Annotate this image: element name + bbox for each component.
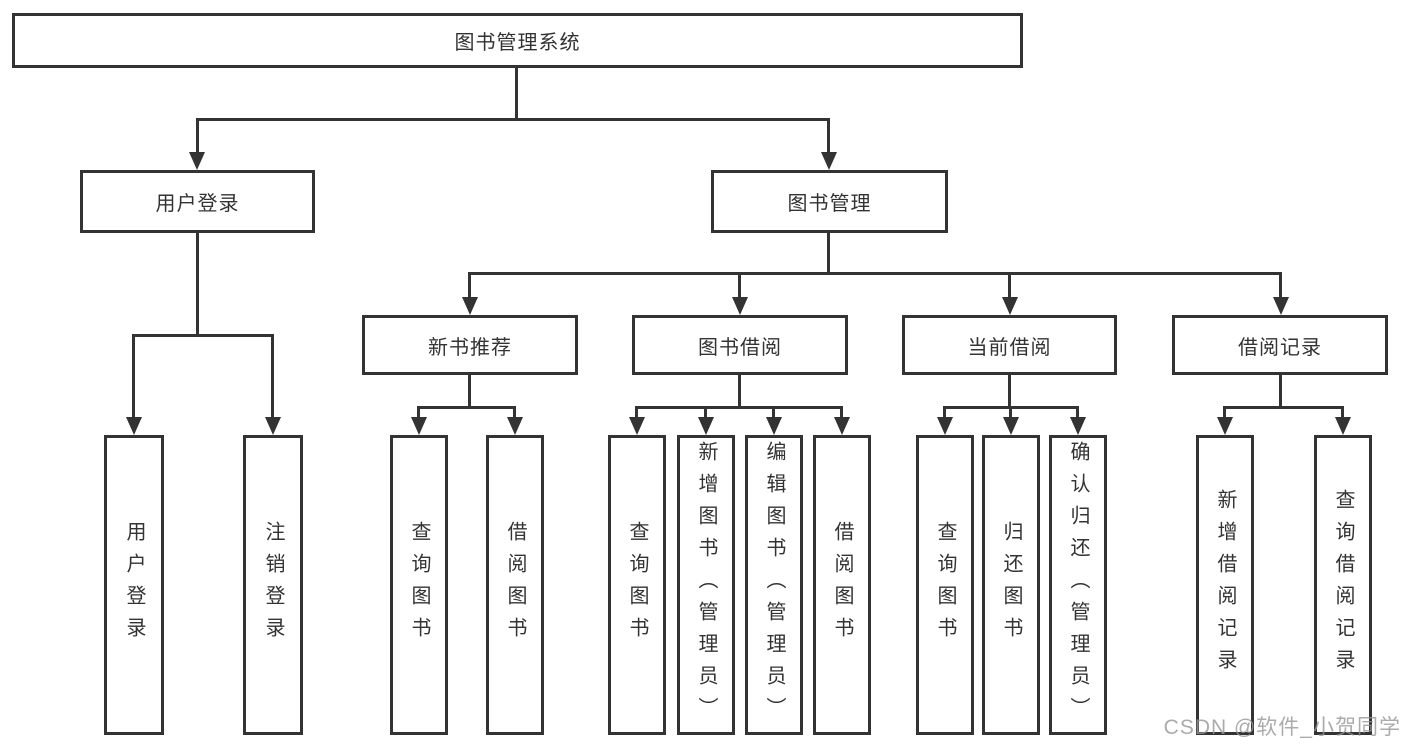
leaf-bb-add-book-admin: 新增图书（管理员） bbox=[677, 435, 735, 735]
arrow-down-br2 bbox=[1335, 417, 1351, 435]
arrow-down-user-login bbox=[189, 152, 205, 170]
arrow-down-br1 bbox=[1217, 417, 1233, 435]
node-user-login-label: 用户登录 bbox=[155, 193, 240, 215]
connector-drop-bb3 bbox=[772, 406, 775, 417]
leaf-br-add-record-label: 新增借阅记录 bbox=[1214, 489, 1236, 681]
node-root-label: 图书管理系统 bbox=[454, 32, 581, 54]
leaf-user-login: 用户登录 bbox=[104, 435, 164, 735]
leaf-cb-confirm-return-admin: 确认归还（管理员） bbox=[1049, 435, 1107, 735]
arrow-down-nb1 bbox=[411, 417, 427, 435]
arrow-down-borrow-record bbox=[1273, 297, 1289, 315]
connector-drop-br1 bbox=[1223, 406, 1226, 417]
leaf-bb-query-book: 查询图书 bbox=[608, 435, 666, 735]
connector-new-book-trunk bbox=[468, 375, 471, 406]
leaf-br-query-record-label: 查询借阅记录 bbox=[1332, 489, 1354, 681]
connector-book-borrow-trunk bbox=[738, 375, 741, 406]
connector-user-login-rail bbox=[132, 334, 274, 337]
connector-drop-login-leaf1 bbox=[132, 334, 135, 417]
connector-drop-bb1 bbox=[635, 406, 638, 417]
connector-drop-br2 bbox=[1341, 406, 1344, 417]
connector-book-mgmt-trunk bbox=[827, 233, 830, 272]
connector-borrow-record-rail bbox=[1223, 406, 1344, 409]
arrow-down-bb2 bbox=[698, 417, 714, 435]
node-current-borrow: 当前借阅 bbox=[902, 315, 1117, 375]
arrow-down-bb3 bbox=[766, 417, 782, 435]
leaf-bb-borrow-book-label: 借阅图书 bbox=[831, 521, 853, 649]
leaf-bb-add-book-admin-label: 新增图书（管理员） bbox=[695, 441, 717, 729]
connector-drop-cb2 bbox=[1009, 406, 1012, 417]
leaf-logout-label: 注销登录 bbox=[262, 521, 284, 649]
connector-drop-login-leaf2 bbox=[271, 334, 274, 417]
leaf-cb-return-book-label: 归还图书 bbox=[1000, 521, 1022, 649]
leaf-nb-borrow-book-label: 借阅图书 bbox=[504, 521, 526, 649]
leaf-nb-query-book-label: 查询图书 bbox=[408, 521, 430, 649]
connector-drop-current-borrow bbox=[1008, 272, 1011, 297]
arrow-down-current-borrow bbox=[1002, 297, 1018, 315]
node-new-book: 新书推荐 bbox=[362, 315, 578, 375]
arrow-down-book-borrow bbox=[732, 297, 748, 315]
node-new-book-label: 新书推荐 bbox=[428, 336, 512, 359]
connector-drop-cb3 bbox=[1076, 406, 1079, 417]
node-book-mgmt: 图书管理 bbox=[711, 170, 948, 233]
connector-drop-book-borrow bbox=[738, 272, 741, 297]
connector-book-borrow-rail bbox=[635, 406, 843, 409]
connector-level3-rail bbox=[468, 272, 1282, 275]
connector-drop-new-book bbox=[468, 272, 471, 297]
leaf-user-login-label: 用户登录 bbox=[123, 521, 145, 649]
node-current-borrow-label: 当前借阅 bbox=[967, 336, 1052, 359]
leaf-cb-query-book-label: 查询图书 bbox=[934, 521, 956, 649]
arrow-down-bb4 bbox=[834, 417, 850, 435]
connector-drop-user-login bbox=[196, 118, 199, 152]
connector-level2-rail bbox=[196, 118, 830, 121]
leaf-cb-query-book: 查询图书 bbox=[916, 435, 974, 735]
leaf-bb-borrow-book: 借阅图书 bbox=[813, 435, 871, 735]
node-borrow-record: 借阅记录 bbox=[1172, 315, 1388, 375]
leaf-nb-query-book: 查询图书 bbox=[390, 435, 448, 735]
connector-drop-cb1 bbox=[943, 406, 946, 417]
leaf-cb-return-book: 归还图书 bbox=[982, 435, 1040, 735]
arrow-down-bb1 bbox=[629, 417, 645, 435]
connector-drop-borrow-record bbox=[1279, 272, 1282, 297]
arrow-down-cb2 bbox=[1003, 417, 1019, 435]
connector-current-borrow-trunk bbox=[1008, 375, 1011, 406]
arrow-down-nb2 bbox=[507, 417, 523, 435]
arrow-down-login-leaf1 bbox=[126, 417, 142, 435]
node-borrow-record-label: 借阅记录 bbox=[1238, 336, 1322, 359]
leaf-br-add-record: 新增借阅记录 bbox=[1196, 435, 1254, 735]
connector-root-trunk bbox=[515, 68, 518, 118]
node-book-borrow-label: 图书借阅 bbox=[698, 336, 782, 359]
arrow-down-new-book bbox=[462, 297, 478, 315]
node-book-mgmt-label: 图书管理 bbox=[787, 193, 872, 215]
leaf-bb-edit-book-admin: 编辑图书（管理员） bbox=[745, 435, 803, 735]
arrow-down-book-mgmt bbox=[821, 152, 837, 170]
connector-drop-bb4 bbox=[840, 406, 843, 417]
leaf-br-query-record: 查询借阅记录 bbox=[1314, 435, 1372, 735]
connector-new-book-rail bbox=[417, 406, 516, 409]
connector-drop-nb2 bbox=[513, 406, 516, 417]
connector-borrow-record-trunk bbox=[1279, 375, 1282, 406]
csdn-watermark: CSDN @软件_小贺同学 bbox=[1163, 716, 1401, 739]
arrow-down-cb1 bbox=[937, 417, 953, 435]
arrow-down-login-leaf2 bbox=[265, 417, 281, 435]
node-user-login: 用户登录 bbox=[80, 170, 315, 233]
connector-drop-bb2 bbox=[704, 406, 707, 417]
arrow-down-cb3 bbox=[1070, 417, 1086, 435]
leaf-cb-confirm-return-admin-label: 确认归还（管理员） bbox=[1067, 441, 1089, 729]
connector-user-login-trunk bbox=[196, 233, 199, 334]
node-book-borrow: 图书借阅 bbox=[632, 315, 848, 375]
leaf-bb-edit-book-admin-label: 编辑图书（管理员） bbox=[763, 441, 785, 729]
leaf-bb-query-book-label: 查询图书 bbox=[626, 521, 648, 649]
connector-drop-book-mgmt bbox=[827, 118, 830, 152]
node-root: 图书管理系统 bbox=[12, 13, 1023, 68]
connector-drop-nb1 bbox=[417, 406, 420, 417]
leaf-nb-borrow-book: 借阅图书 bbox=[486, 435, 544, 735]
leaf-logout: 注销登录 bbox=[243, 435, 303, 735]
